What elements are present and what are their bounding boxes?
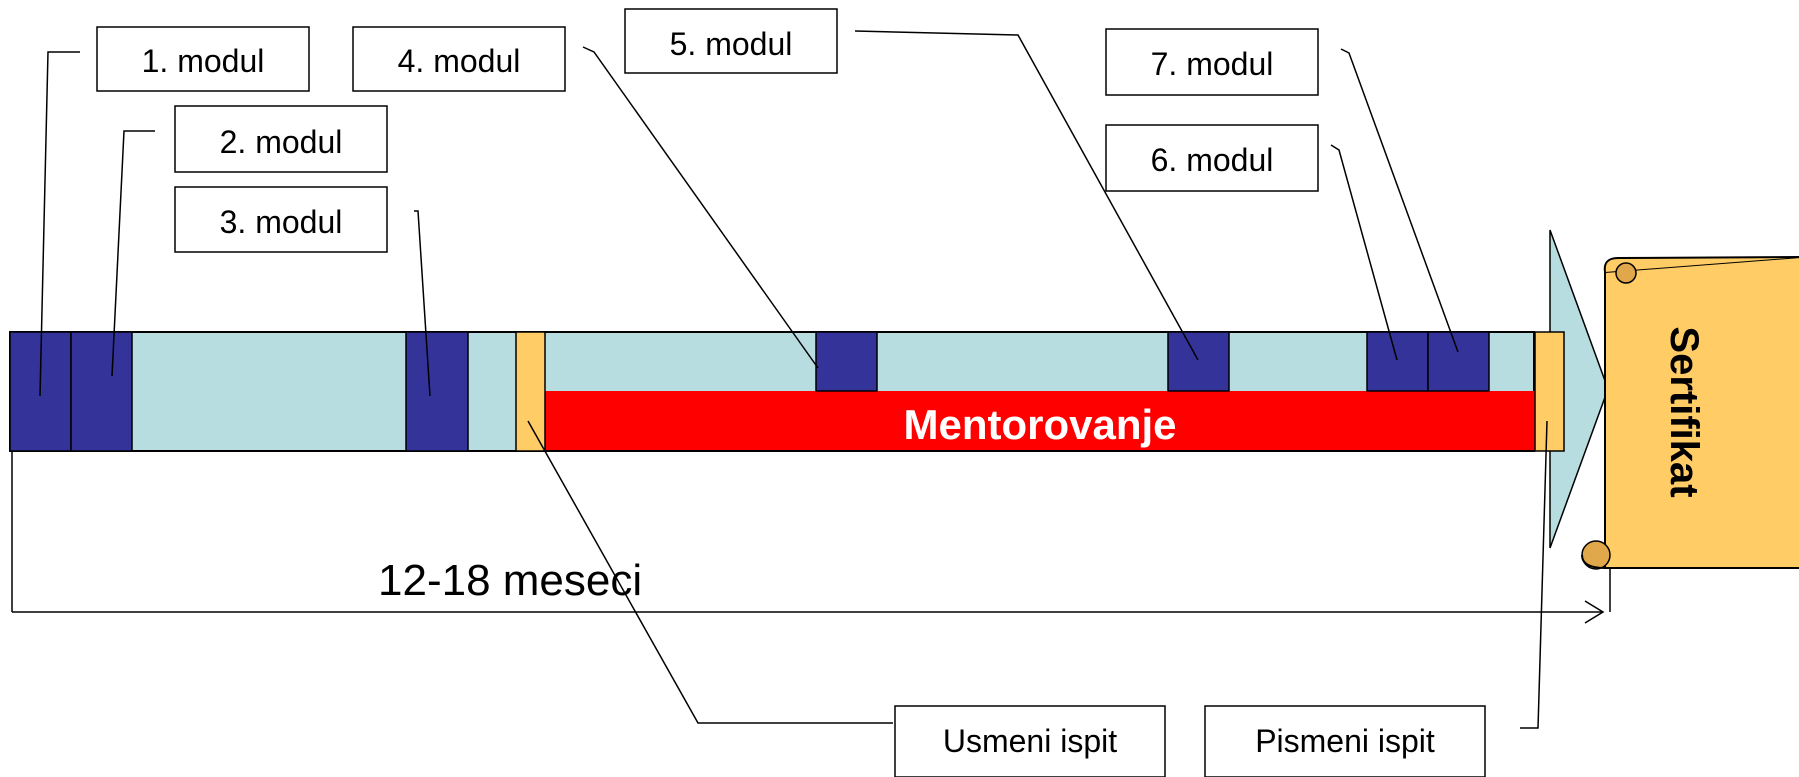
written-exam-label: Pismeni ispit (1255, 723, 1435, 759)
mentoring-bar (545, 391, 1535, 450)
module-5-label: 5. modul (670, 26, 793, 62)
label-box-module-5: 5. modul (624, 8, 838, 74)
label-box-module-2: 2. modul (174, 105, 388, 173)
module-block-4 (815, 331, 878, 392)
module-6-label: 6. modul (1151, 142, 1274, 178)
label-box-oral-exam: Usmeni ispit (894, 705, 1166, 777)
label-box-module-4: 4. modul (352, 26, 566, 92)
module-block-5 (1167, 331, 1230, 392)
mentoring-label: Mentorovanje (903, 401, 1176, 448)
label-box-module-1: 1. modul (96, 26, 310, 92)
module-3-label: 3. modul (220, 204, 343, 240)
module-1-label: 1. modul (142, 43, 265, 79)
certificate-scroll: Sertifikat (1581, 256, 1799, 570)
module-block-6 (1366, 331, 1429, 392)
callout-lines (39, 30, 1548, 729)
module-block-3 (405, 331, 469, 452)
oral-exam-label: Usmeni ispit (943, 723, 1117, 759)
label-box-module-3: 3. modul (174, 186, 388, 253)
module-2-label: 2. modul (220, 124, 343, 160)
label-box-module-7: 7. modul (1105, 28, 1319, 96)
module-block-7 (1427, 331, 1490, 392)
written-exam-block (1534, 331, 1565, 452)
duration-label: 12-18 meseci (378, 556, 642, 605)
duration-dimension (11, 451, 1611, 624)
module-block-2 (70, 331, 133, 452)
module-7-label: 7. modul (1151, 46, 1274, 82)
label-box-module-6: 6. modul (1105, 124, 1319, 192)
module-4-label: 4. modul (398, 43, 521, 79)
certificate-label: Sertifikat (1662, 326, 1706, 497)
oral-exam-block (515, 331, 546, 452)
label-box-written-exam: Pismeni ispit (1204, 705, 1486, 777)
